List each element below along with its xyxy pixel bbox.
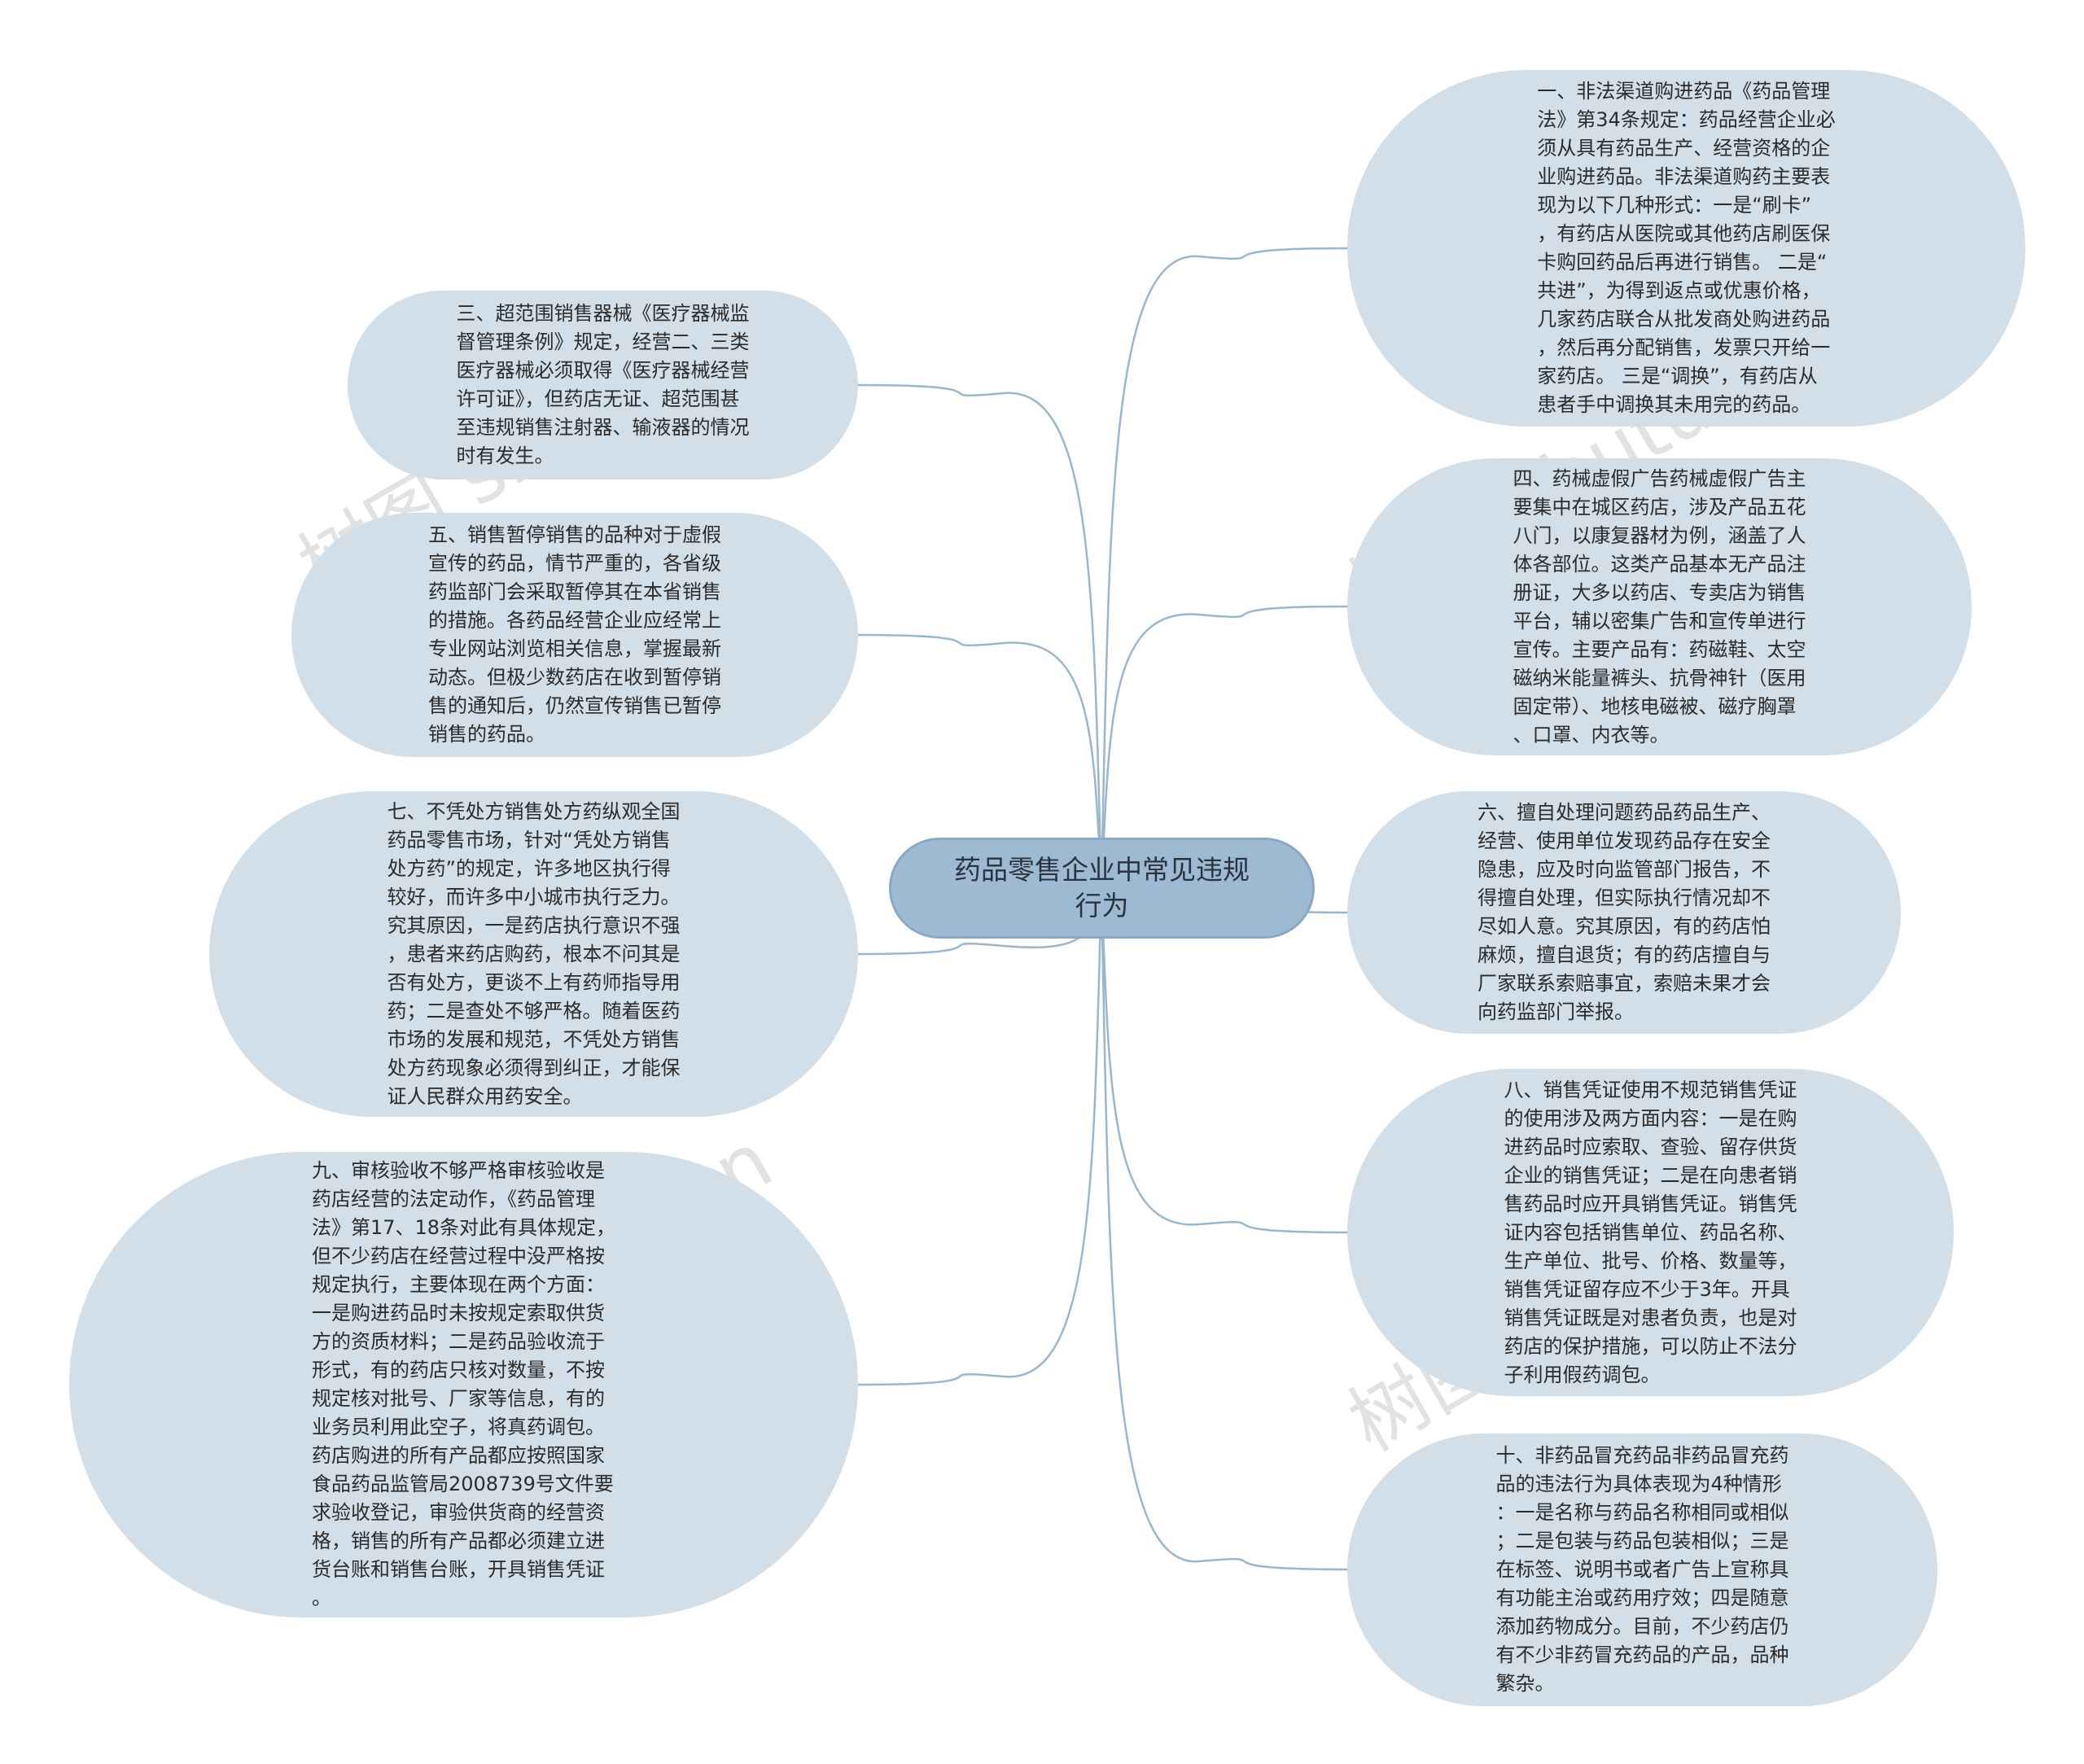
node-7-text: 七、不凭处方销售处方药纵观全国 药品零售市场，针对“凭处方销售 处方药”的规定，… bbox=[387, 799, 681, 1108]
node-6-text: 六、擅自处理问题药品药品生产、 经营、使用单位发现药品存在安全 隐患，应及时向监… bbox=[1478, 801, 1771, 1023]
link-node-5 bbox=[857, 633, 1103, 889]
node-8-sales-voucher[interactable]: 八、销售凭证使用不规范销售凭证 的使用涉及两方面内容：一是在购 进药品时应索取、… bbox=[1347, 1069, 1954, 1396]
node-1-text: 一、非法渠道购进药品《药品管理 法》第34条规定：药品经营企业必 须从具有药品生… bbox=[1537, 80, 1836, 416]
node-1-illegal-channel-purchase[interactable]: 一、非法渠道购进药品《药品管理 法》第34条规定：药品经营企业必 须从具有药品生… bbox=[1347, 70, 2025, 427]
link-node-3 bbox=[857, 383, 1103, 889]
link-node-4 bbox=[1100, 605, 1348, 889]
node-9-text: 九、审核验收不够严格审核验收是 药店经营的法定动作，《药品管理 法》第17、18… bbox=[311, 1159, 616, 1609]
node-3-out-of-scope-devices[interactable]: 三、超范围销售器械《医疗器械监 督管理条例》规定，经营二、三类 医疗器械必须取得… bbox=[348, 291, 858, 479]
node-10-text: 十、非药品冒充药品非药品冒充药 品的违法行为具体表现为4种情形 ：一是名称与药品… bbox=[1495, 1444, 1789, 1695]
link-node-1 bbox=[1100, 247, 1348, 889]
node-9-inspection-acceptance[interactable]: 九、审核验收不够严格审核验收是 药店经营的法定动作，《药品管理 法》第17、18… bbox=[69, 1152, 858, 1617]
link-node-10 bbox=[1100, 887, 1348, 1571]
node-10-non-drug-as-drug[interactable]: 十、非药品冒充药品非药品冒充药 品的违法行为具体表现为4种情形 ：一是名称与药品… bbox=[1347, 1434, 1937, 1706]
link-node-9 bbox=[857, 887, 1103, 1386]
node-5-suspended-products[interactable]: 五、销售暂停销售的品种对于虚假 宣传的药品，情节严重的，各省级 药监部门会采取暂… bbox=[291, 513, 858, 757]
central-topic-label: 药品零售企业中常见违规 行为 bbox=[954, 854, 1250, 921]
node-7-prescription-drugs[interactable]: 七、不凭处方销售处方药纵观全国 药品零售市场，针对“凭处方销售 处方药”的规定，… bbox=[209, 791, 858, 1117]
node-4-text: 四、药械虚假广告药械虚假广告主 要集中在城区药店，涉及产品五花 八门，以康复器材… bbox=[1513, 466, 1806, 746]
node-4-false-advertising[interactable]: 四、药械虚假广告药械虚假广告主 要集中在城区药店，涉及产品五花 八门，以康复器材… bbox=[1347, 458, 1972, 755]
node-5-text: 五、销售暂停销售的品种对于虚假 宣传的药品，情节严重的，各省级 药监部门会采取暂… bbox=[428, 523, 721, 746]
central-topic[interactable]: 药品零售企业中常见违规 行为 bbox=[889, 838, 1315, 939]
node-3-text: 三、超范围销售器械《医疗器械监 督管理条例》规定，经营二、三类 医疗器械必须取得… bbox=[456, 302, 750, 467]
link-node-8 bbox=[1100, 887, 1348, 1234]
node-8-text: 八、销售凭证使用不规范销售凭证 的使用涉及两方面内容：一是在购 进药品时应索取、… bbox=[1504, 1078, 1797, 1386]
node-6-problem-drug-handling[interactable]: 六、擅自处理问题药品药品生产、 经营、使用单位发现药品存在安全 隐患，应及时向监… bbox=[1347, 791, 1901, 1034]
